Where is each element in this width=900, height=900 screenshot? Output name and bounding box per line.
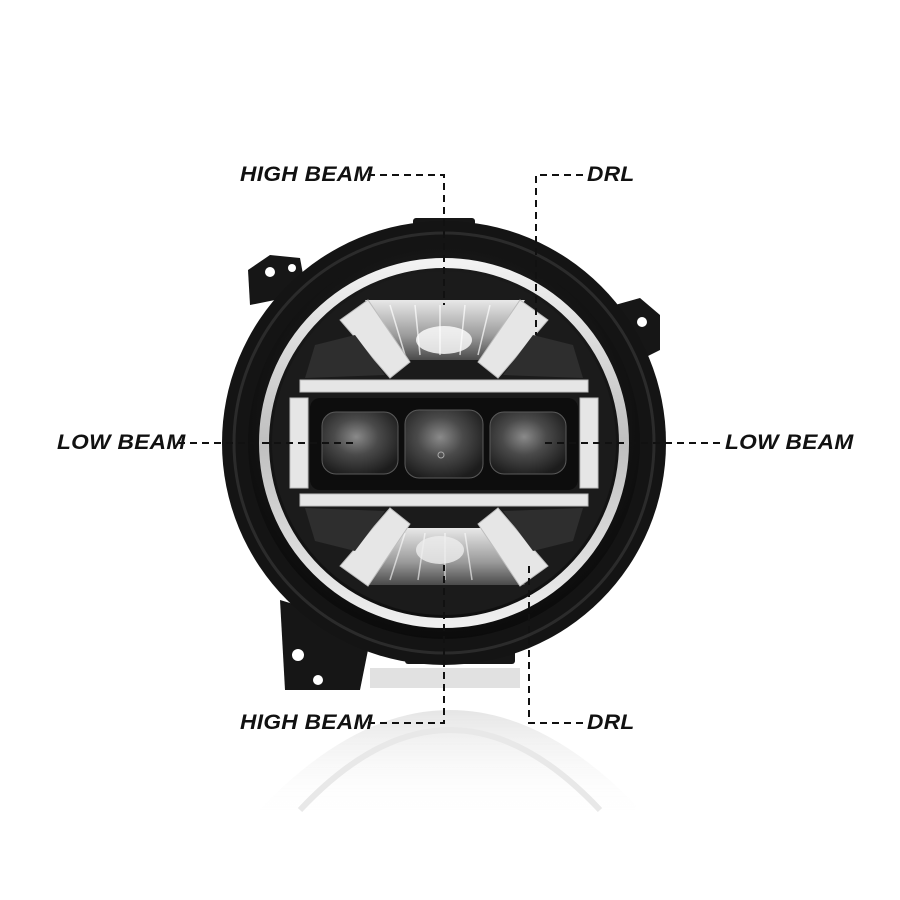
textured-corners [305,335,583,551]
projector-lenses [321,409,567,479]
top-reflector [365,300,525,360]
callout-label-bottom-high-beam: HIGH BEAM [240,711,373,734]
callout-line-bottom-drl [528,565,583,724]
callout-lines [178,174,720,724]
callout-label-top-drl: DRL [587,163,635,186]
callout-label-left-low-beam: LOW BEAM [57,431,186,454]
floor-reflection [250,668,650,820]
drl-light-bars [289,299,599,587]
bottom-reflector [365,528,525,585]
callout-line-top-drl [535,174,583,335]
callout-label-bottom-drl: DRL [587,711,635,734]
callout-label-top-high-beam: HIGH BEAM [240,163,373,186]
callout-label-right-low-beam: LOW BEAM [725,431,854,454]
callout-line-top-high-beam [368,174,445,305]
callout-line-bottom-high-beam [368,565,445,724]
